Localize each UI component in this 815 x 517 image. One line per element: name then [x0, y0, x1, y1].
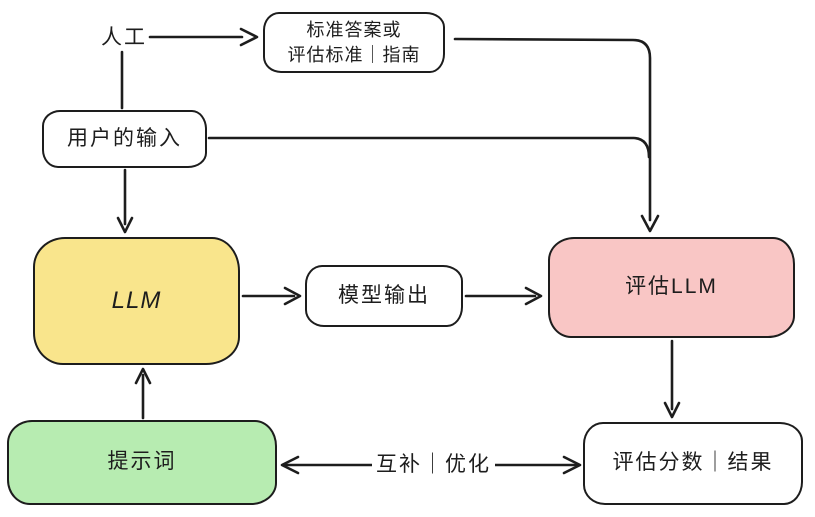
- node-user-input-label: 用户的输入: [67, 126, 182, 150]
- edge-user-input-to-eval-llm: [207, 136, 651, 159]
- arrowhead-right-icon: [524, 286, 543, 306]
- node-reference-line1: 标准答案或: [306, 19, 402, 40]
- edge-label-manual: 人工: [101, 26, 147, 49]
- arrowhead-down-icon: [116, 216, 134, 234]
- arrowhead-left-icon: [280, 455, 300, 475]
- node-eval-llm: 评估LLM: [548, 237, 795, 338]
- node-reference-answers: 标准答案或 评估标准｜指南: [263, 12, 445, 73]
- node-eval-score-result: 评估分数｜结果: [583, 422, 803, 505]
- node-eval-llm-label: 评估LLM: [625, 275, 718, 299]
- arrowhead-right-icon: [283, 286, 302, 306]
- node-prompt: 提示词: [7, 420, 277, 505]
- edge-label-complement-optimize: 互补｜优化: [372, 451, 495, 479]
- arrowhead-up-icon: [134, 367, 152, 385]
- node-llm-label: LLM: [111, 286, 162, 314]
- node-reference-line2: 评估标准｜指南: [287, 44, 421, 65]
- node-user-input: 用户的输入: [42, 110, 207, 168]
- arrowhead-down-icon: [640, 214, 660, 233]
- arrowhead-down-icon: [663, 401, 681, 419]
- arrowhead-right-icon: [239, 27, 259, 47]
- node-llm: LLM: [33, 237, 240, 365]
- arrowhead-right-icon: [562, 455, 582, 475]
- edge-reference-to-eval-llm: [453, 37, 652, 222]
- node-model-output-label: 模型输出: [338, 283, 430, 307]
- node-eval-score-label: 评估分数｜结果: [612, 451, 774, 475]
- node-prompt-label: 提示词: [107, 450, 177, 474]
- node-model-output: 模型输出: [305, 265, 463, 327]
